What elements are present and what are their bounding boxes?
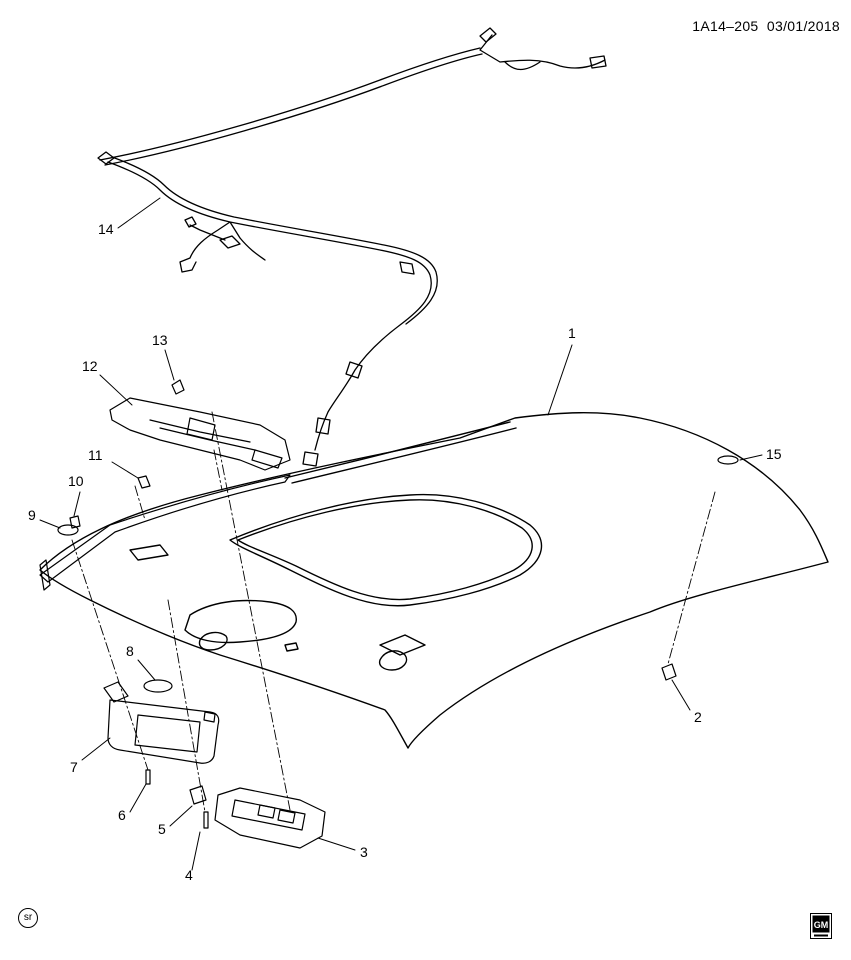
callout-4: 4: [185, 867, 193, 883]
overhead-console: [214, 787, 326, 849]
sunshade: [103, 679, 220, 764]
callout-7: 7: [70, 759, 78, 775]
callout-labels: 1 2 3 4 5 6 7 8 9 10 11 12 13 14 15: [28, 221, 782, 883]
headlining-panel: [39, 412, 829, 749]
alignment-lines: [71, 411, 716, 813]
diagram-code: 1A14–205: [692, 18, 759, 34]
pillar-trim: [39, 474, 291, 591]
fasteners: [57, 379, 739, 681]
callout-12: 12: [82, 358, 98, 374]
callout-1: 1: [568, 325, 576, 341]
callout-15: 15: [766, 446, 782, 462]
diagram-header: 1A14–205 03/01/2018: [600, 18, 840, 34]
screws: [145, 769, 209, 829]
callout-10: 10: [68, 473, 84, 489]
callout-8: 8: [126, 643, 134, 659]
gm-logo-text: GM: [814, 920, 829, 930]
callout-5: 5: [158, 821, 166, 837]
callout-9: 9: [28, 507, 36, 523]
callout-11: 11: [88, 447, 103, 463]
callout-6: 6: [118, 807, 126, 823]
sr-symbol: sr: [18, 908, 38, 928]
leader-lines: [39, 197, 763, 871]
callout-13: 13: [152, 332, 168, 348]
gm-logo-icon: GM: [810, 913, 832, 939]
roof-bracket: [109, 397, 291, 471]
callout-3: 3: [360, 844, 368, 860]
diagram-date: 03/01/2018: [766, 18, 840, 34]
callout-2: 2: [694, 709, 702, 725]
callout-14: 14: [98, 221, 114, 237]
wiring-harness: [97, 27, 607, 467]
